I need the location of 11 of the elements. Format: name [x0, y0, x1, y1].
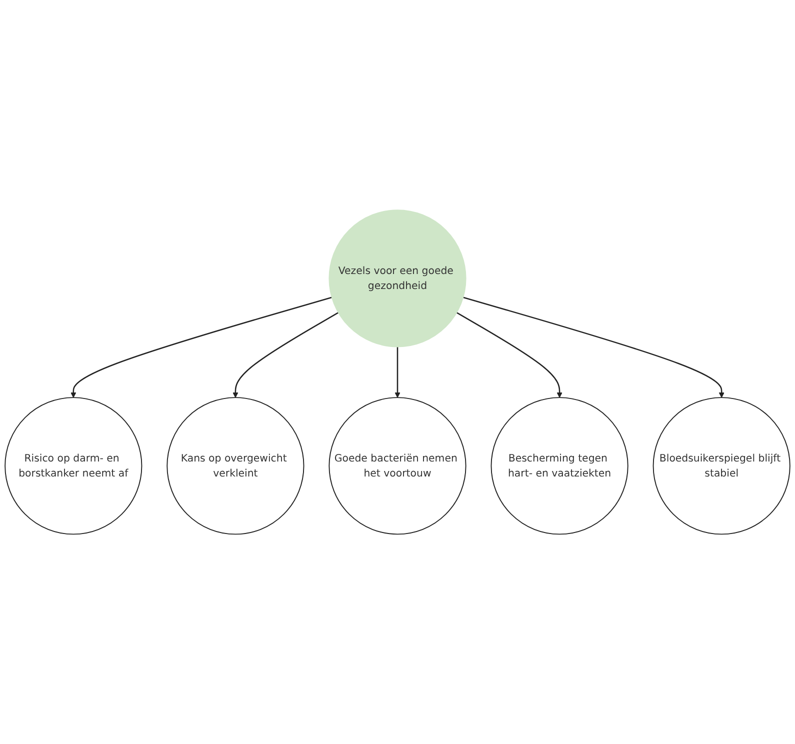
node-circle: Bloedsuikerspiegel blijft stabiel	[652, 396, 790, 535]
arrow	[462, 296, 724, 398]
arrow	[394, 346, 400, 398]
node-circle: Vezels voor een goede gezondheid	[328, 209, 466, 348]
node-circle: Goede bacteriën nemen het voortouw	[328, 396, 466, 535]
node-circle: Risico op darm- en borstkanker neemt af	[4, 396, 142, 535]
arrow	[70, 296, 332, 398]
arrow	[232, 312, 339, 398]
node-circle: Bescherming tegen hart- en vaatziekten	[490, 396, 628, 535]
arrow	[456, 312, 562, 398]
node-circle: Kans op overgewicht verkleint	[166, 396, 304, 535]
